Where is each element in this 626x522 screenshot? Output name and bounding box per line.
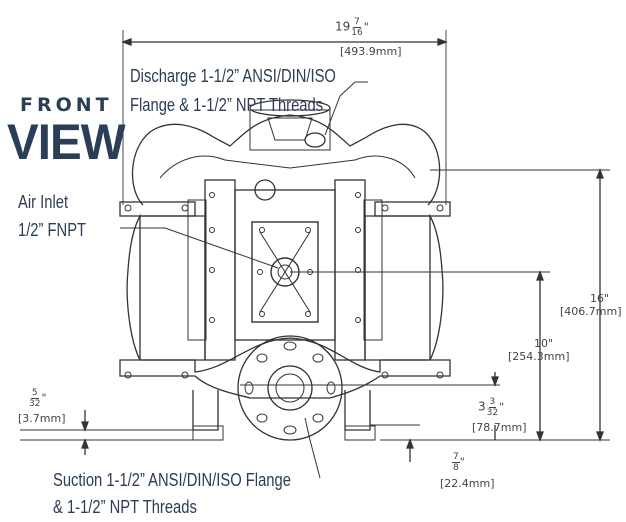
foot-offset-metric: [3.7mm] xyxy=(18,412,66,425)
suction-height-den: 32 xyxy=(486,408,499,418)
inlet-height-dimension: 10" xyxy=(534,337,554,350)
suction-manifold xyxy=(119,337,451,399)
right-chamber xyxy=(364,215,430,361)
suction-height-metric: [78.7mm] xyxy=(472,421,527,434)
suction-height-unit: " xyxy=(499,400,505,414)
foot-offset-unit: " xyxy=(41,391,47,405)
air-inlet-leader xyxy=(120,227,279,269)
suction-flange xyxy=(237,335,343,441)
left-chamber-outer xyxy=(126,213,141,361)
base-drop-unit: " xyxy=(459,455,465,469)
arrow-width-right xyxy=(437,38,448,46)
width-whole: 19 xyxy=(335,19,351,34)
arrow-height-bottom xyxy=(596,431,604,442)
arrow-base-drop xyxy=(406,438,414,449)
arrow-foot-offset-top xyxy=(81,421,89,432)
suction-bore xyxy=(267,365,313,411)
arrow-inlet-top xyxy=(536,270,544,281)
suction-callout-line2: & 1-1/2” NPT Threads xyxy=(53,497,197,517)
manifold-detail xyxy=(159,155,416,179)
suction-callout-line1: Suction 1-1/2” ANSI/DIN/ISO Flange xyxy=(53,470,291,490)
suction-leader xyxy=(304,417,321,479)
valve-diag-2 xyxy=(259,231,311,313)
suction-flange-holes xyxy=(244,341,336,435)
foot-right-pad xyxy=(344,425,376,441)
left-chamber xyxy=(140,215,206,361)
left-clamp xyxy=(187,199,207,341)
base-drop-metric: [22.4mm] xyxy=(440,477,495,490)
suction-bore-inner xyxy=(275,373,305,403)
inlet-height-metric: [254.3mm] xyxy=(508,350,570,363)
air-inlet-callout-line1: Air Inlet xyxy=(18,192,69,212)
front-label: FRONT xyxy=(20,94,113,116)
discharge-manifold xyxy=(131,114,441,206)
foot-offset-den: 32 xyxy=(29,399,41,409)
arrow-foot-offset-bottom xyxy=(81,438,89,449)
discharge-callout-line2: Flange & 1-1/2” NPT Threads xyxy=(130,95,324,115)
bolts xyxy=(124,192,444,379)
width-metric: [493.9mm] xyxy=(340,45,402,58)
discharge-flange xyxy=(249,99,331,117)
width-unit: " xyxy=(363,20,369,34)
base-drop-num: 7 xyxy=(452,452,460,463)
discharge-leader-2 xyxy=(324,95,341,136)
foot-left xyxy=(192,390,219,431)
suction-height-num: 3 xyxy=(488,397,497,408)
right-clamp xyxy=(363,199,383,341)
right-chamber-outer xyxy=(429,213,444,361)
foot-offset-num: 5 xyxy=(30,388,39,399)
arrow-width-left xyxy=(121,38,132,46)
base-drop-den: 8 xyxy=(453,463,459,473)
height-dimension: 16" xyxy=(590,292,610,305)
width-num: 7 xyxy=(353,17,361,28)
view-label: VIEW xyxy=(7,114,126,170)
height-metric: [406.7mm] xyxy=(560,305,622,318)
foot-right xyxy=(344,390,371,431)
discharge-flange-right xyxy=(374,201,451,217)
discharge-port xyxy=(249,109,331,151)
manifold-boss-right xyxy=(304,132,326,148)
center-section xyxy=(234,189,336,341)
width-den: 16 xyxy=(351,28,363,38)
arrow-suction-top xyxy=(491,376,499,387)
air-inlet-callout-line2: 1/2” FNPT xyxy=(18,220,87,240)
suction-height-whole: 3 xyxy=(478,399,486,414)
discharge-leader xyxy=(339,81,368,97)
foot-left-pad xyxy=(192,425,224,441)
arrow-inlet-bottom xyxy=(536,431,544,442)
arrow-height-top xyxy=(596,168,604,179)
discharge-callout-line1: Discharge 1-1/2” ANSI/DIN/ISO xyxy=(130,66,336,86)
